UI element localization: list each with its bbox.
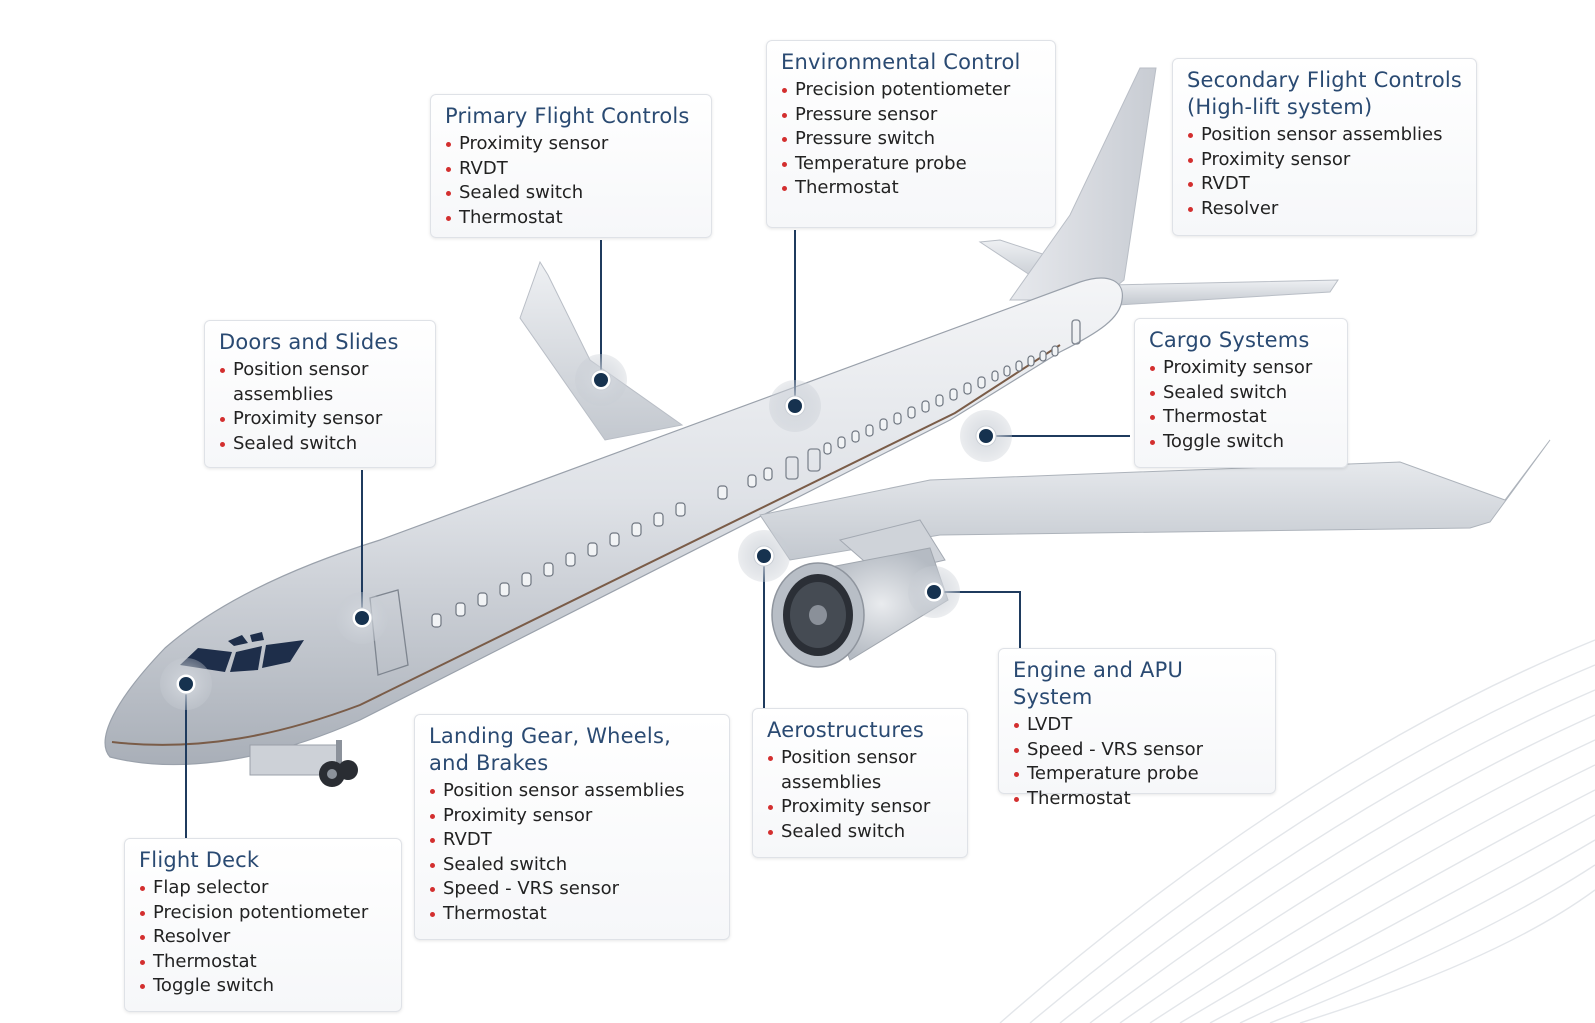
callout-environmental-control: Environmental Control Precision potentio…	[766, 40, 1056, 228]
list-item: Position sensor assemblies	[429, 779, 715, 804]
list-item: Thermostat	[1013, 787, 1261, 812]
callout-list: Proximity sensor RVDT Sealed switch Ther…	[445, 132, 697, 230]
list-item: Pressure switch	[781, 127, 1041, 152]
list-item: Thermostat	[445, 206, 697, 231]
background-arcs	[999, 639, 1595, 1023]
list-item: RVDT	[445, 157, 697, 182]
callout-list: Position sensor assemblies Proximity sen…	[429, 779, 715, 927]
callout-title: Environmental Control	[781, 50, 1021, 74]
list-item: Speed - VRS sensor	[429, 877, 715, 902]
callout-title: Aerostructures	[767, 718, 924, 742]
list-item: LVDT	[1013, 713, 1261, 738]
callout-doors-and-slides: Doors and Slides Position sensor assembl…	[204, 320, 436, 468]
cheat-line	[111, 344, 1061, 746]
doors	[369, 319, 1081, 676]
list-item: Temperature probe	[1013, 762, 1261, 787]
marker-flight-deck	[160, 658, 212, 710]
callout-list: Flap selector Precision potentiometer Re…	[139, 876, 387, 999]
list-item: Proximity sensor	[767, 795, 953, 820]
callout-engine-and-apu: Engine and APU System LVDT Speed - VRS s…	[998, 648, 1276, 809]
list-item: Proximity sensor	[429, 804, 715, 829]
list-item: Sealed switch	[429, 853, 715, 878]
marker-engine-and-apu	[908, 566, 960, 618]
list-item: Toggle switch	[139, 974, 387, 999]
marker-points	[160, 354, 1012, 710]
callout-list: Proximity sensor Sealed switch Thermosta…	[1149, 356, 1333, 454]
callout-landing-gear: Landing Gear, Wheels, and Brakes Positio…	[414, 714, 730, 940]
cockpit-windows	[180, 632, 304, 672]
list-item: Pressure sensor	[781, 103, 1041, 128]
callout-title: Primary Flight Controls	[445, 104, 690, 128]
callout-list: LVDT Speed - VRS sensor Temperature prob…	[1013, 713, 1261, 811]
list-item: Precision potentiometer	[781, 78, 1041, 103]
callout-title: Flight Deck	[139, 848, 260, 872]
list-item: Sealed switch	[445, 181, 697, 206]
callout-aerostructures: Aerostructures Position sensor assemblie…	[752, 708, 968, 858]
callout-cargo-systems: Cargo Systems Proximity sensor Sealed sw…	[1134, 318, 1348, 468]
list-item: RVDT	[429, 828, 715, 853]
list-item: Sealed switch	[1149, 381, 1333, 406]
cabin-windows	[431, 345, 1059, 628]
near-stabilizer	[1109, 279, 1339, 306]
list-item: Proximity sensor	[1149, 356, 1333, 381]
callout-title: Cargo Systems	[1149, 328, 1310, 352]
list-item: Thermostat	[139, 950, 387, 975]
list-item: Resolver	[139, 925, 387, 950]
list-item: Speed - VRS sensor	[1013, 738, 1261, 763]
callout-list: Position sensor assemblies Proximity sen…	[1187, 123, 1462, 221]
list-item: Resolver	[1187, 197, 1462, 222]
list-item: Sealed switch	[767, 820, 953, 845]
list-item: Position sensor assemblies	[767, 746, 947, 795]
callout-list: Position sensor assemblies Proximity sen…	[767, 746, 953, 844]
marker-primary-flight-controls	[575, 354, 627, 406]
marker-cargo-systems	[960, 410, 1012, 462]
marker-aerostructures	[738, 530, 790, 582]
list-item: Temperature probe	[781, 152, 1041, 177]
callout-title: Secondary Flight Controls (High-lift sys…	[1187, 68, 1463, 119]
callout-primary-flight-controls: Primary Flight Controls Proximity sensor…	[430, 94, 712, 238]
list-item: RVDT	[1187, 172, 1462, 197]
callout-flight-deck: Flight Deck Flap selector Precision pote…	[124, 838, 402, 1012]
callout-title: Doors and Slides	[219, 330, 399, 354]
list-item: Proximity sensor	[445, 132, 697, 157]
list-item: Position sensor assemblies	[1187, 123, 1462, 148]
marker-doors-and-slides	[336, 592, 388, 644]
list-item: Precision potentiometer	[139, 901, 387, 926]
callout-title: Engine and APU System	[1013, 658, 1184, 709]
list-item: Sealed switch	[219, 432, 421, 457]
callout-title: Landing Gear, Wheels, and Brakes	[429, 724, 671, 775]
callout-list: Precision potentiometer Pressure sensor …	[781, 78, 1041, 201]
marker-environmental-control	[769, 380, 821, 432]
list-item: Proximity sensor	[219, 407, 421, 432]
list-item: Thermostat	[1149, 405, 1333, 430]
nose-landing-gear	[249, 740, 358, 787]
list-item: Flap selector	[139, 876, 387, 901]
list-item: Position sensor assemblies	[219, 358, 393, 407]
callout-secondary-flight-controls: Secondary Flight Controls (High-lift sys…	[1172, 58, 1477, 236]
callout-list: Position sensor assemblies Proximity sen…	[219, 358, 421, 456]
list-item: Thermostat	[429, 902, 715, 927]
list-item: Proximity sensor	[1187, 148, 1462, 173]
list-item: Toggle switch	[1149, 430, 1333, 455]
list-item: Thermostat	[781, 176, 1041, 201]
